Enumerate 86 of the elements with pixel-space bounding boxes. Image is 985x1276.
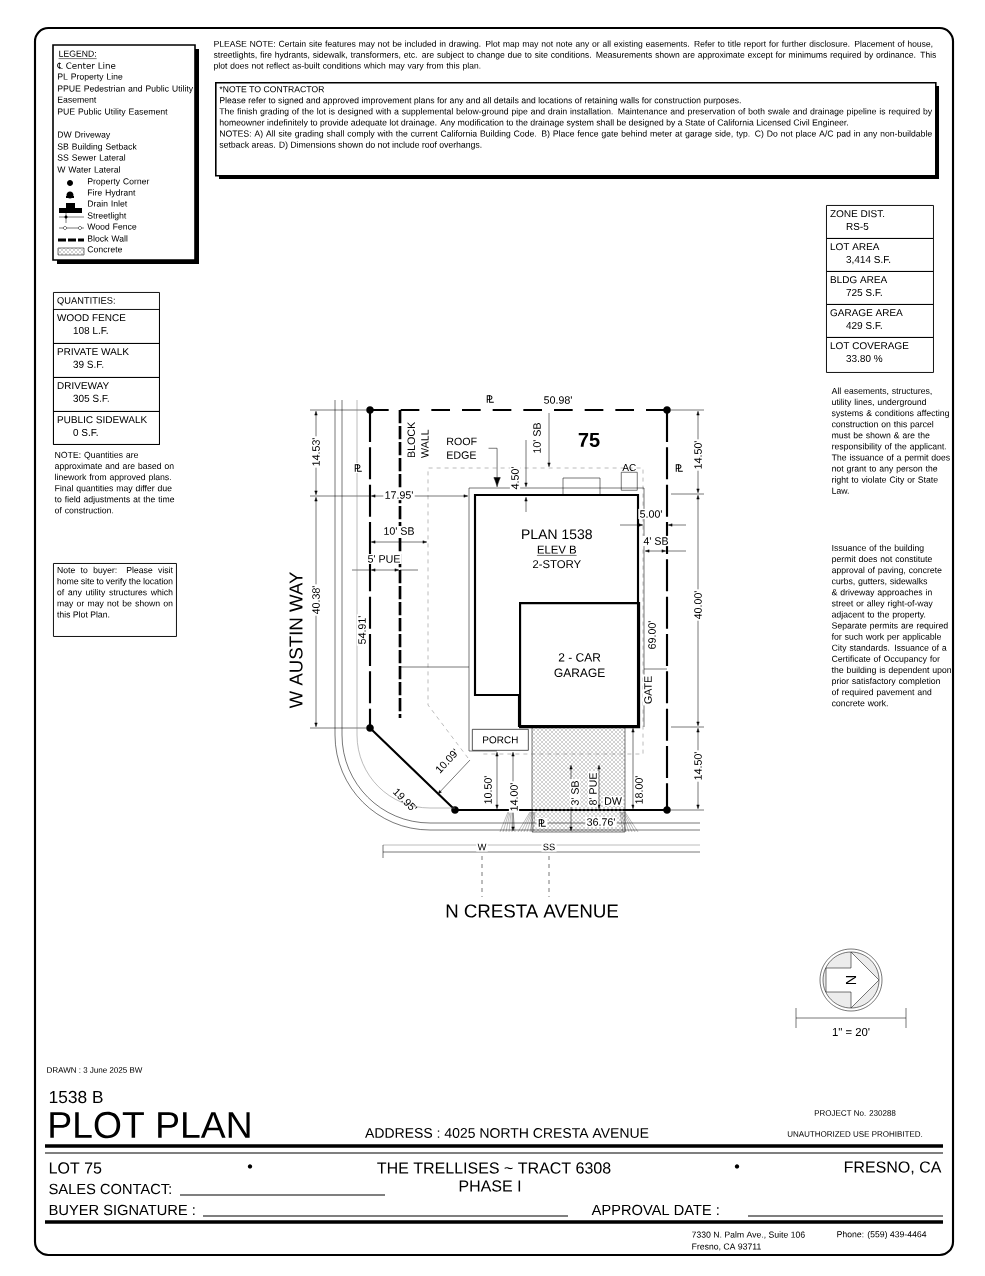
table-cell: BLDG AREA 725 S.F.	[826, 271, 934, 305]
legend-text: Fire Hydrant	[88, 189, 136, 198]
dimension-text: 18.00'	[633, 774, 645, 806]
phase-text: PHASE I	[459, 1180, 521, 1192]
field-label: SALES CONTACT:	[49, 1183, 171, 1195]
notice-text: UNAUTHORIZED USE PROHIBITED.	[787, 1131, 923, 1137]
table-cell: DRIVEWAY 305 S.F.	[53, 377, 160, 412]
note-box: Note to buyer: Please visit home site to verify the location of any utility structures which may or may not be shown on this Plot Plan.	[53, 563, 177, 637]
leader-line	[488, 448, 501, 488]
tract-text: THE TRELLISES ~ TRACT 6308	[377, 1162, 611, 1174]
legend-text: SB Building Setback	[57, 143, 137, 152]
dimension-text: 17.95'	[383, 489, 415, 501]
phone-text: Phone: (559) 439-4464	[837, 1231, 927, 1240]
setback-text: 10' SB	[382, 525, 416, 537]
dimension-text: 14.53'	[310, 436, 322, 468]
porch-box: PORCH	[472, 729, 529, 751]
dimension-text: 14.50'	[692, 750, 704, 782]
legend-text: Streetlight	[87, 212, 127, 221]
dimension-text: 36.76'	[585, 816, 617, 828]
legend-text: PUE Public Utility Easement	[58, 108, 168, 117]
legend-text: DW Driveway	[58, 131, 111, 140]
utility-text: W	[476, 842, 488, 852]
dimension-text: 14.00'	[508, 781, 520, 813]
easement-text: 5' PUE	[366, 553, 402, 565]
street-name: W AUSTIN WAY	[289, 571, 303, 709]
scale-text: 1" = 20'	[832, 1028, 870, 1036]
table-cell: LOT COVERAGE 33.80 %	[826, 337, 934, 373]
table-cell: LOT AREA 3,414 S.F.	[826, 238, 934, 272]
setback-text: 3' SB	[569, 779, 581, 807]
dimension-text: 4.50'	[509, 465, 521, 491]
dimension-text: 5.00'	[638, 508, 664, 520]
lot-number: 75	[578, 433, 600, 447]
note-box: *NOTE TO CONTRACTOR Please refer to signed and approved improvement plans for any and all details and locations of retaining walls for construction purposes. The finish grading of the lot is designed with a supplemental below-ground pipe and drain installation. Maintenance and preservation of both swale and drainage pipeline is required by homeowner indefinitely to provide adequate lot drainage. Any modification to the drainage system shall be designed by a State of California Licensed Civil Engineer. NOTES: A) All site grading shall comply with the current California Building Code. B) Place fence gate behind meter at garage side, typ. C) Do not place A/C pad in any non-buildable setback areas. D) Dimensions shown do not include roof overhangs.	[215, 82, 939, 179]
callout-text: ROOF EDGE	[447, 437, 477, 459]
dimension-text: 14.50'	[692, 439, 704, 471]
address-text: ADDRESS : 4025 NORTH CRESTA AVENUE	[365, 1128, 649, 1138]
dimension-text: 50.98'	[542, 394, 574, 406]
legend-text: PPUE Pedestrian and Public Utility Easement	[58, 85, 194, 103]
north-letter: N	[846, 975, 857, 985]
ac-unit-box: AC	[621, 464, 638, 491]
utility-text: SS	[541, 842, 557, 852]
easement-text: 8' PUE	[587, 771, 599, 807]
table-cell: PUBLIC SIDEWALK 0 S.F.	[53, 411, 160, 445]
field-label: BUYER SIGNATURE :	[49, 1204, 195, 1216]
setback-text: 4' SB	[642, 535, 670, 547]
property-line-symbol: PL	[673, 463, 685, 473]
city-text: FRESNO, CA	[844, 1161, 942, 1175]
bullet: •	[247, 1164, 253, 1169]
table-cell: WOOD FENCE 108 L.F.	[53, 309, 160, 344]
note-text: NOTE: Quantities are approximate and are based on linework from approved plans. Final quantities may differ due to field adjustments at the time of construction.	[54, 451, 175, 514]
note-text: All easements, structures, utility lines, underground systems & conditions affecting construction on this parcel must be shown & are the responsibility of the applicant. The issuance of a permit does not grant to any person the right to violate City or State Law.	[831, 387, 950, 494]
driveway-text: DW	[602, 796, 624, 806]
address-text: Fresno, CA 93711	[692, 1243, 761, 1251]
lot-text: LOT 75	[49, 1162, 102, 1174]
note-text: PLEASE NOTE: Certain site features may not be included in drawing. Plot map may not note any or all existing easements. Refer to title report for further disclosure. Placement of house, streetlights, fire hydrants, sidewalk, transformers, etc. are subject to change due to site conditions. Measurements shown are approximate except for minimums required by ordinance. This plot does not reflect as-built conditions which may vary from this plan.	[213, 40, 936, 71]
property-line-symbol: PL	[486, 395, 494, 403]
legend-text: Wood Fence	[87, 223, 137, 230]
node-label: AC	[622, 463, 636, 472]
note-text: Issuance of the building permit does not constitute approval of paving, concrete curbs, gutters, sidewalks & driveway approaches in street or alley right-of-way adjacent to the property. Separate permits are required for such work per applicable City standards. Issuance of a Certificate of Occupancy for the building is dependent upon prior satisfactory completion of required pavement and concrete work.	[831, 544, 951, 707]
dimension-text: 10.50'	[482, 774, 494, 806]
setback-text: 10' SB	[531, 421, 543, 455]
legend-text: Property Corner	[88, 178, 150, 187]
garage-box: 2 - CAR GARAGE	[519, 602, 641, 729]
plan-title: PLOT PLAN	[50, 1111, 250, 1139]
table-cell: ZONE DIST. RS-5	[826, 205, 934, 239]
dimension-text: 54.91'	[356, 614, 368, 646]
legend-heading: LEGEND:	[58, 50, 97, 59]
table-cell: GARAGE AREA 429 S.F.	[826, 304, 934, 338]
legend-text: SS Sewer Lateral	[57, 154, 126, 161]
dimension-text: 40.38'	[310, 584, 322, 616]
plan-number: 1538 B	[49, 1090, 103, 1104]
legend-text: PL Property Line	[58, 73, 123, 82]
table-cell: PRIVATE WALK 39 S.F.	[53, 343, 160, 378]
wall-text: BLOCK WALL	[407, 421, 429, 458]
project-number: PROJECT No. 230288	[814, 1110, 896, 1116]
drawn-date: DRAWN : 3 June 2025 BW	[47, 1067, 143, 1073]
address-text: 7330 N. Palm Ave., Suite 106	[692, 1231, 805, 1239]
legend-text: Concrete	[87, 246, 123, 253]
dimension-text: 40.00'	[692, 589, 704, 621]
legend-text: W Water Lateral	[57, 166, 120, 173]
bullet: •	[734, 1164, 740, 1169]
field-label: APPROVAL DATE :	[591, 1204, 719, 1216]
legend-text: Drain Inlet	[88, 200, 128, 207]
legend-text: ℄ Center Line	[57, 62, 116, 69]
street-name: N CRESTA AVENUE	[446, 904, 618, 918]
legend-text: Block Wall	[88, 235, 128, 242]
